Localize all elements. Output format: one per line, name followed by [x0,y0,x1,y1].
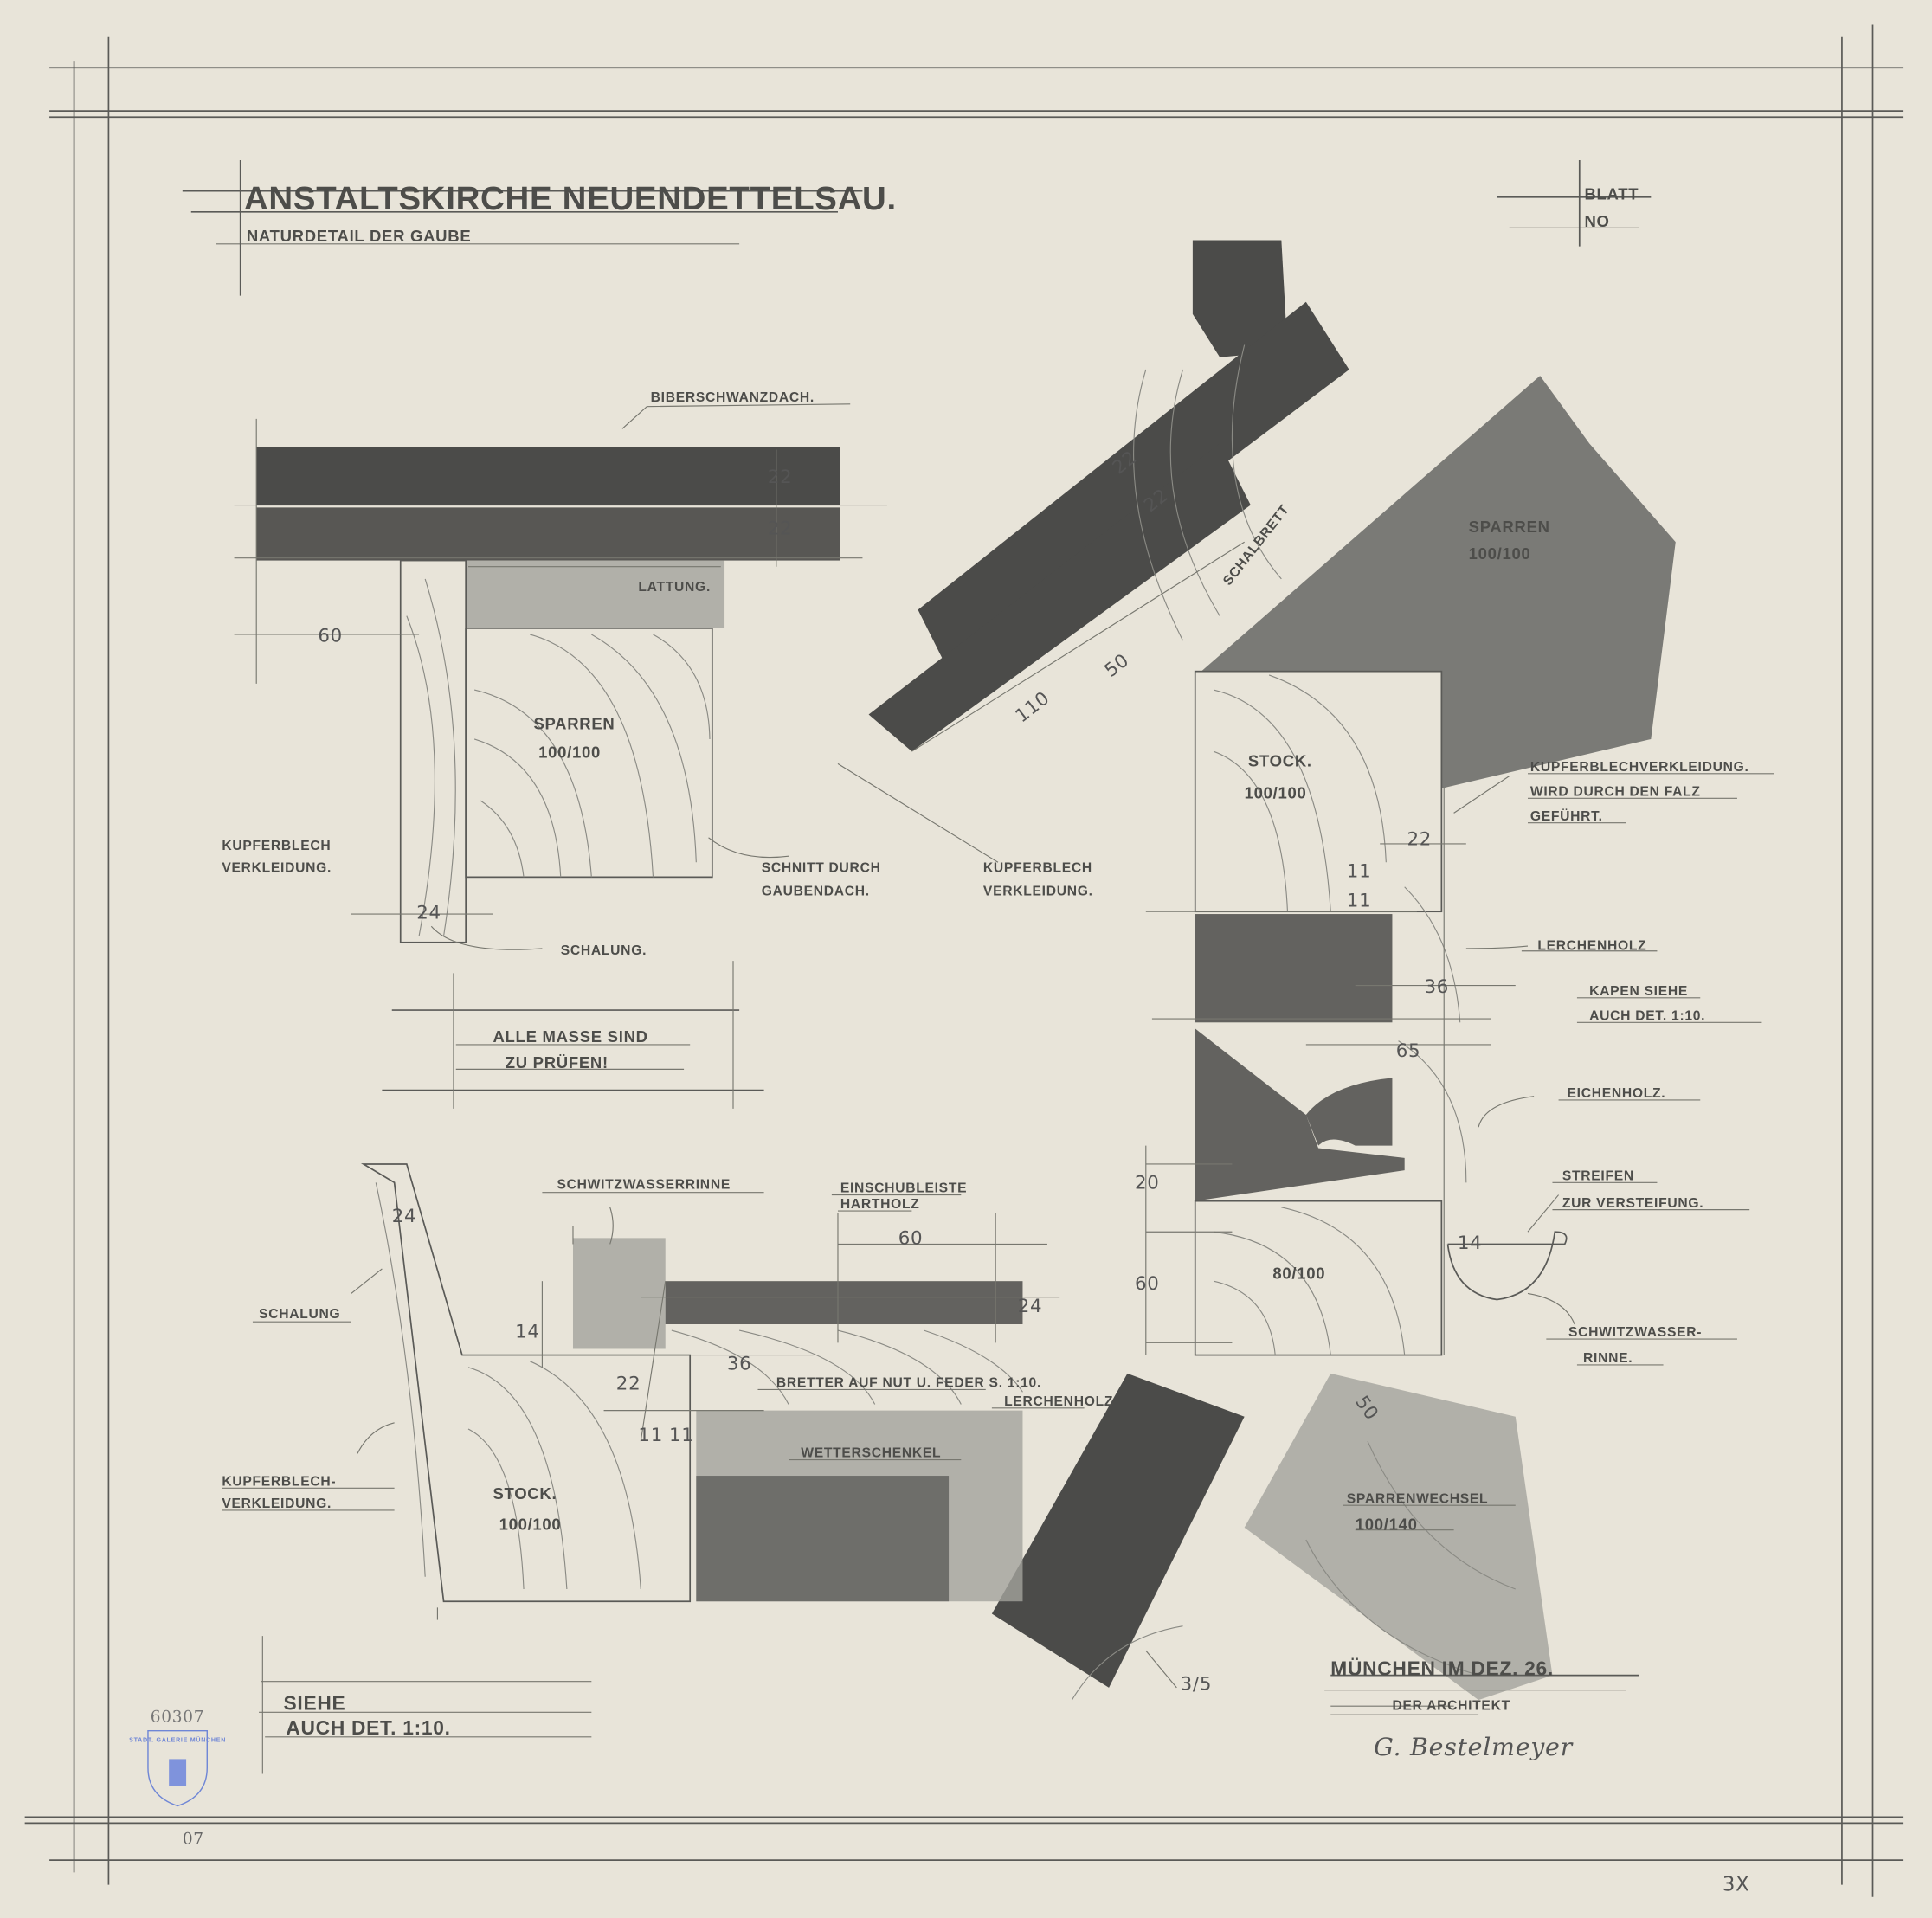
label-b-einschub-1: EINSCHUBLEISTE [840,1181,967,1196]
dim-r-11a: 11 [1347,860,1372,882]
label-r-kapen-1: KAPEN SIEHE [1589,984,1688,999]
detail-eave-section: BIBERSCHWANZDACH. 22 22 60 24 LATTUNG. S… [222,390,1092,958]
dim-b-24a: 24 [392,1206,417,1227]
stamp-shield-icon [147,1729,208,1807]
dim-b-60: 60 [898,1227,924,1249]
label-b-stock-size: 100/100 [499,1516,562,1534]
detail-dormer-section: 22 22 110 50 22 11 11 36 65 20 14 60 SCH… [837,240,1774,1701]
label-sparren-size: 100/100 [538,743,601,761]
scale-mark: 3/5 [1181,1674,1212,1696]
corner-mark: 3X [1723,1874,1750,1896]
label-b-kupfer-2: VERKLEIDUNG. [222,1496,332,1511]
label-b-wetterschenkel: WETTERSCHENKEL [801,1446,941,1461]
label-kupfer-b2: VERKLEIDUNG. [983,885,1093,899]
dim-r-20: 20 [1135,1172,1160,1194]
label-b-sparrenwechsel: SPARRENWECHSEL [1347,1491,1488,1506]
note-check-dimensions: ALLE MASSE SIND ZU PRÜFEN! [382,961,764,1109]
label-b-bretter: BRETTER AUF NUT U. FEDER S. 1:10. [776,1376,1041,1391]
dim-r-60: 60 [1135,1273,1160,1295]
label-r-eichenholz: EICHENHOLZ. [1568,1086,1666,1101]
label-r-sparren: SPARREN [1469,518,1550,536]
inventory-number: 60307 [151,1709,204,1727]
label-r-rinne-2: RINNE. [1583,1351,1633,1366]
place-date: MÜNCHEN IM DEZ. 26. [1330,1657,1554,1680]
note-bottom-line-1: SIEHE [284,1691,346,1714]
dim-22b: 22 [768,518,793,540]
label-sparren: SPARREN [533,715,615,733]
drawing-title: ANSTALTSKIRCHE NEUENDETTELSAU. [244,180,897,217]
label-r-stock-size: 100/100 [1245,783,1307,801]
title-block: ANSTALTSKIRCHE NEUENDETTELSAU. NATURDETA… [182,160,1652,296]
label-r-rinne-1: SCHWITZWASSER- [1568,1325,1702,1340]
label-r-lower-size: 80/100 [1272,1264,1325,1282]
sheet-code: 07 [183,1831,204,1849]
label-b-sparrenwechsel-size: 100/140 [1356,1516,1418,1534]
label-r-kupfer-3: GEFÜHRT. [1530,808,1603,824]
architect-signature: G. Bestelmeyer [1374,1733,1574,1761]
label-b-rinne: SCHWITZWASSERRINNE [557,1177,730,1192]
label-roof: BIBERSCHWANZDACH. [651,390,815,405]
dim-60: 60 [318,626,343,647]
dim-r-14: 14 [1458,1233,1483,1254]
signature-block: MÜNCHEN IM DEZ. 26. DER ARCHITEKT G. Bes… [1324,1657,1639,1761]
label-r-kupfer-2: WIRD DURCH DEN FALZ [1530,784,1701,799]
dim-b-14: 14 [515,1322,540,1343]
label-schnitt-1: SCHNITT DURCH [762,861,881,876]
label-r-kapen-2: AUCH DET. 1:10. [1589,1008,1705,1023]
dim-b-11b: 11 [669,1425,694,1446]
dim-22a: 22 [768,467,793,488]
dim-24: 24 [416,903,441,924]
label-lattung: LATTUNG. [638,580,711,595]
stamp-monk-icon [169,1759,187,1786]
label-r-sparren-size: 100/100 [1469,544,1531,563]
note-bottom-line-2: AUCH DET. 1:10. [286,1716,450,1739]
architect-role: DER ARCHITEKT [1392,1698,1510,1713]
dim-b-22: 22 [616,1373,641,1394]
sheet-label: BLATT [1584,185,1639,203]
drawing-frame [24,24,1904,1897]
label-b-lerchenholz: LERCHENHOLZ [1004,1394,1113,1409]
label-kupfer-2: VERKLEIDUNG. [222,861,332,876]
dim-r-22c: 22 [1407,828,1433,850]
label-r-kupfer-1: KUPFERBLECHVERKLEIDUNG. [1530,760,1749,775]
label-r-stock: STOCK. [1248,751,1312,769]
label-r-streifen-2: ZUR VERSTEIFUNG. [1562,1196,1703,1211]
detail-window-sill-section: 24 60 24 14 36 22 11 11 50 SCHALUNG SCHW… [222,1163,1516,1774]
archive-stamp: 60307 STADT. GALERIE MÜNCHEN 07 3X [129,1709,1749,1896]
stamp-text: STADT. GALERIE MÜNCHEN [129,1735,226,1743]
label-b-stock: STOCK. [493,1484,557,1503]
dim-b-36: 36 [727,1354,752,1375]
dim-r-65: 65 [1396,1040,1421,1062]
label-b-schalung: SCHALUNG [259,1307,340,1322]
drawing-subtitle: NATURDETAIL DER GAUBE [247,227,472,245]
sheet-number-label: NO [1584,212,1609,230]
label-r-lerchenholz: LERCHENHOLZ [1537,938,1646,953]
note-line-2: ZU PRÜFEN! [506,1053,609,1072]
label-schnitt-2: GAUBENDACH. [762,885,870,899]
note-line-1: ALLE MASSE SIND [493,1027,647,1046]
dim-b-11a: 11 [638,1425,663,1446]
label-kupfer-1: KUPFERBLECH [222,839,331,853]
label-r-streifen-1: STREIFEN [1562,1168,1634,1183]
label-b-kupfer-1: KUPFERBLECH- [222,1474,336,1489]
label-schalung: SCHALUNG. [561,943,647,958]
dim-r-11b: 11 [1347,891,1372,912]
dim-r-36: 36 [1424,976,1449,998]
dim-b-24b: 24 [1018,1296,1043,1317]
label-kupfer-b1: KUPFERBLECH [983,861,1092,876]
label-b-einschub-2: HARTHOLZ [840,1197,920,1212]
